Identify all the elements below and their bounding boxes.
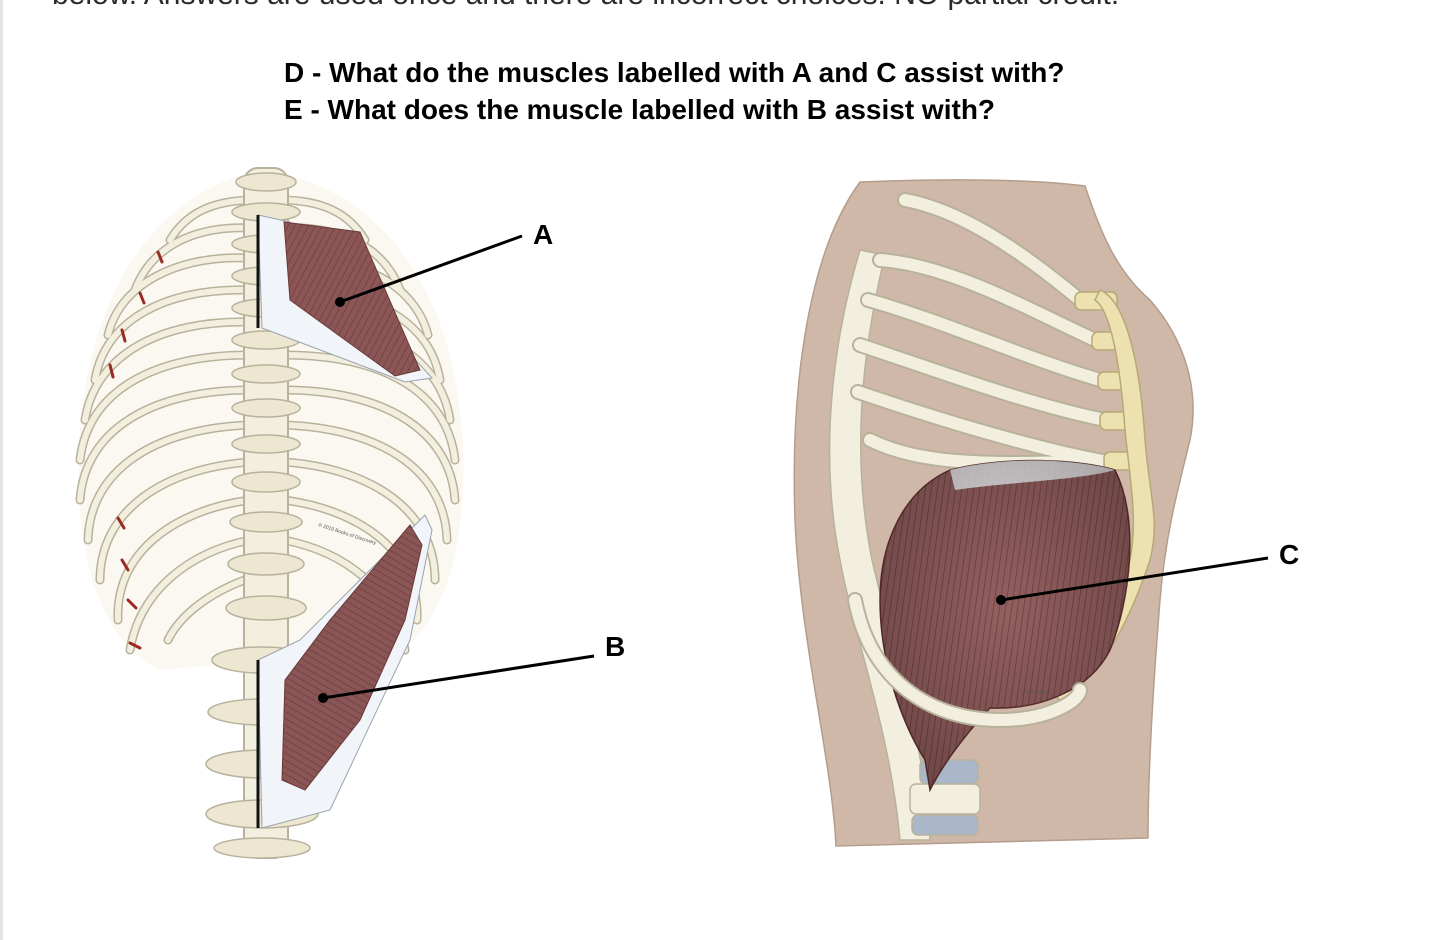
copyright-right: © 2019 BOD — [1022, 689, 1051, 696]
pointer-dot-b — [318, 693, 328, 703]
label-a: A — [533, 219, 553, 250]
label-c: C — [1279, 539, 1299, 570]
question-e: E - What does the muscle labelled with B… — [284, 94, 996, 125]
leader-line-a — [339, 234, 523, 304]
muscle-b-serratus-posterior-inferior — [256, 514, 433, 829]
pointer-dot-a — [335, 297, 345, 307]
pointer-dot-c — [996, 595, 1006, 605]
question-block: D - What do the muscles labelled with A … — [284, 54, 1064, 128]
leader-line-b — [322, 654, 595, 700]
leader-line-c — [1000, 556, 1269, 602]
posterior-ribcage-illustration: © 2019 Books of Discovery — [75, 167, 464, 859]
question-d: D - What do the muscles labelled with A … — [284, 57, 1065, 88]
instructions-text-cut-off: below. Answers are used once and there a… — [52, 0, 1119, 12]
page-left-border — [0, 0, 3, 940]
lateral-thorax-illustration: © 2019 BOD — [793, 179, 1194, 847]
label-b: B — [605, 631, 625, 662]
